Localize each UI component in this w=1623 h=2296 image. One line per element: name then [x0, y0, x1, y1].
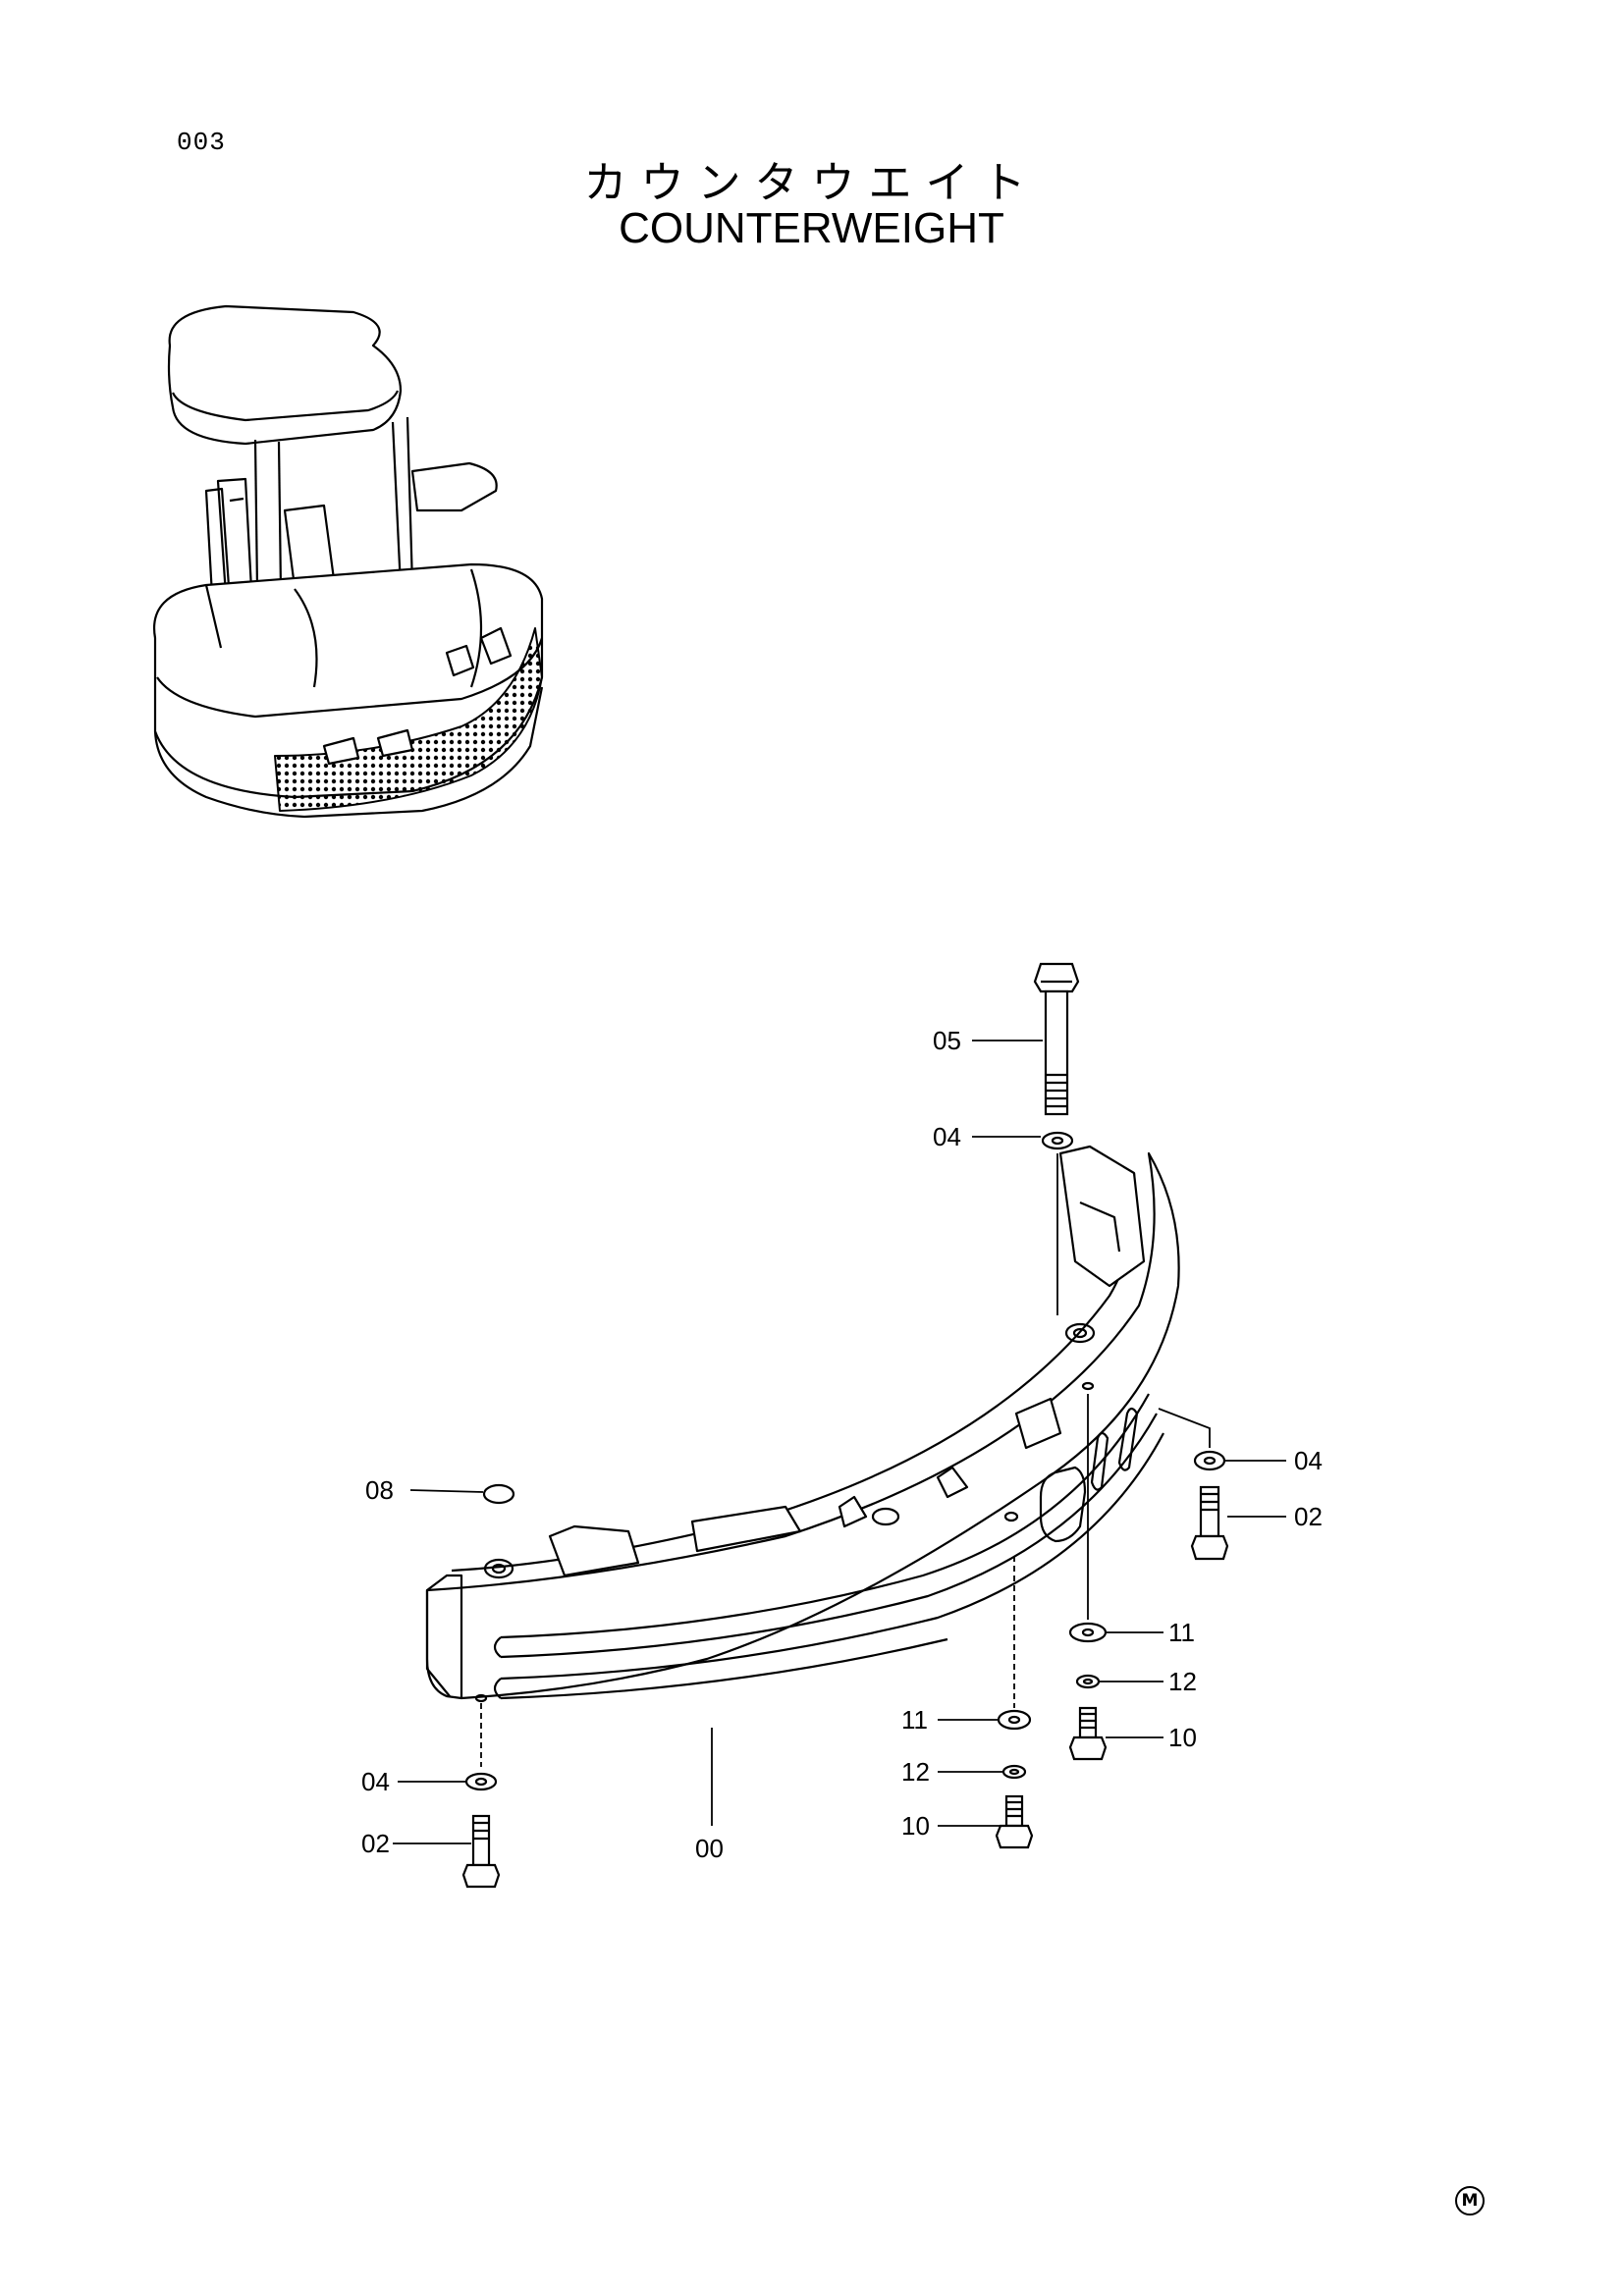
washer-11-right — [1068, 1622, 1108, 1643]
washer-04-right — [1193, 1450, 1226, 1471]
callout-12-center: 12 — [901, 1757, 930, 1787]
callout-10-center: 10 — [901, 1811, 930, 1841]
washer-04-left — [464, 1772, 498, 1791]
callout-12-right: 12 — [1168, 1667, 1197, 1696]
bolt-02-right — [1190, 1485, 1229, 1561]
washer-12-right — [1075, 1674, 1101, 1689]
callout-labels: 05 04 08 04 02 00 11 12 10 11 12 10 04 0… — [361, 1026, 1323, 1863]
callout-05: 05 — [933, 1026, 961, 1055]
washer-11-center — [997, 1709, 1032, 1731]
bolt-10-center — [995, 1794, 1034, 1849]
callout-08: 08 — [365, 1475, 394, 1505]
page-title-japanese: カウンタウエイト — [583, 158, 1040, 208]
washer-12-center — [1001, 1764, 1027, 1780]
callout-04-top: 04 — [933, 1122, 961, 1151]
plug-08 — [482, 1483, 515, 1505]
callout-10-right: 10 — [1168, 1723, 1197, 1752]
long-hex-bolt-05 — [1033, 962, 1080, 1116]
callout-04-right: 04 — [1294, 1446, 1323, 1475]
machine-overview-illustration — [152, 304, 544, 819]
callout-11-center: 11 — [901, 1705, 928, 1735]
callout-02-right: 02 — [1294, 1502, 1323, 1531]
callout-00: 00 — [695, 1834, 724, 1863]
callout-04-left: 04 — [361, 1767, 390, 1796]
page-number: 003 — [177, 128, 226, 157]
callout-leaders — [393, 1040, 1286, 1844]
bolt-02-left — [461, 1814, 501, 1889]
bolt-10-right — [1068, 1706, 1108, 1761]
counterweight-body — [425, 1145, 1180, 1703]
callout-02-left: 02 — [361, 1829, 390, 1858]
callout-11-right: 11 — [1168, 1618, 1195, 1647]
assembly-axis-02-right — [1158, 1408, 1211, 1448]
washer-04-top — [1041, 1131, 1074, 1150]
m-mark-symbol: M — [1455, 2186, 1485, 2216]
page-title: COUNTERWEIGHT — [619, 204, 1004, 252]
